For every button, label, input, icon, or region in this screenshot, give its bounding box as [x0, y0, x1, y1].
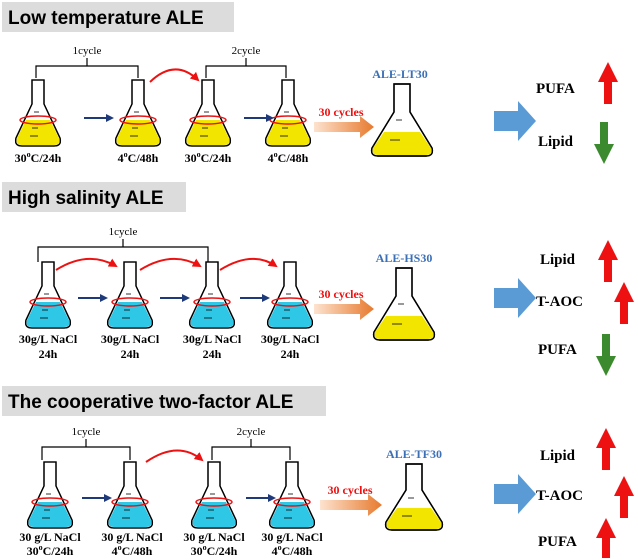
- flask-label: 24h: [39, 347, 58, 361]
- cycles-label: 30 cycles: [328, 483, 373, 497]
- result-label: Lipid: [540, 252, 576, 268]
- flask-yellow: [264, 79, 312, 147]
- flask-cyan: [266, 261, 314, 329]
- result-label: PUFA: [536, 81, 575, 97]
- increase-arrow-icon: [614, 476, 634, 518]
- flask-label: 30 g/L NaCl: [101, 530, 163, 544]
- transfer-arrow: [149, 68, 200, 83]
- cycle-bracket-1: [37, 239, 209, 262]
- section-low-temperature: Low temperature ALE 1cycle 2cycle: [2, 2, 618, 165]
- flask-cyan: [106, 461, 154, 529]
- flask-yellow: [184, 79, 232, 147]
- result-arrow: [494, 278, 536, 318]
- flask-yellow: [14, 79, 62, 147]
- cycle-bracket-1: [35, 58, 139, 78]
- cycle-bracket-1: [41, 439, 131, 460]
- flask-label: 30oC/24h: [15, 150, 62, 165]
- flask-product: [384, 463, 444, 531]
- transfer-arrow: [55, 257, 118, 271]
- flask-label: 30 g/L NaCl: [183, 530, 245, 544]
- increase-arrow-icon: [598, 62, 618, 104]
- flask-label: 4oC/48h: [118, 150, 159, 165]
- increase-arrow-icon: [596, 518, 616, 558]
- decrease-arrow-icon: [594, 122, 614, 164]
- cycles-label: 30 cycles: [319, 287, 364, 301]
- transfer-arrow: [145, 449, 204, 463]
- flask-label: 30 g/L NaCl: [261, 530, 323, 544]
- cycles-arrow: [314, 298, 374, 320]
- flask-cyan: [188, 261, 236, 329]
- cycle-label: 2cycle: [237, 426, 266, 438]
- result-label: PUFA: [538, 534, 577, 550]
- flask-label: 30oC/24h: [191, 543, 238, 558]
- flask-label: 30g/L NaCl: [101, 332, 160, 346]
- section-title: Low temperature ALE: [8, 8, 204, 29]
- result-label: T-AOC: [536, 488, 583, 504]
- increase-arrow-icon: [596, 428, 616, 470]
- cycle-label: 2cycle: [232, 45, 261, 57]
- section-two-factor: The cooperative two-factor ALE 1cycle 2c…: [2, 386, 634, 558]
- result-arrow: [494, 101, 536, 141]
- flask-label: 30g/L NaCl: [261, 332, 320, 346]
- flask-label: 30oC/24h: [185, 150, 232, 165]
- cycles-arrow: [320, 494, 382, 516]
- flask-label: 30g/L NaCl: [19, 332, 78, 346]
- cycles-label: 30 cycles: [319, 105, 364, 119]
- flask-yellow: [114, 79, 162, 147]
- flask-label: 4oC/48h: [268, 150, 309, 165]
- result-label: Lipid: [538, 134, 574, 150]
- flask-label: 24h: [121, 347, 140, 361]
- cycle-label: 1cycle: [73, 45, 102, 57]
- result-arrow: [494, 474, 536, 514]
- flask-cyan: [106, 261, 154, 329]
- section-title: High salinity ALE: [8, 188, 164, 209]
- flask-cyan: [24, 261, 72, 329]
- cycle-label: 1cycle: [109, 226, 138, 238]
- flask-label: 30oC/24h: [27, 543, 74, 558]
- flask-label: 24h: [203, 347, 222, 361]
- flask-label: 30g/L NaCl: [183, 332, 242, 346]
- section-title: The cooperative two-factor ALE: [8, 392, 293, 413]
- product-label: ALE-TF30: [386, 447, 442, 461]
- section-header-bg: [2, 386, 326, 416]
- flask-cyan: [190, 461, 238, 529]
- product-label: ALE-HS30: [376, 251, 433, 265]
- flask-cyan: [26, 461, 74, 529]
- section-header-bg: [2, 2, 234, 32]
- section-high-salinity: High salinity ALE 1cycle: [2, 182, 634, 376]
- flask-label: 4oC/48h: [112, 543, 153, 558]
- cycles-arrow: [314, 116, 374, 138]
- decrease-arrow-icon: [596, 334, 616, 376]
- cycle-bracket-2: [211, 439, 291, 460]
- cycle-bracket-2: [205, 58, 287, 78]
- result-label: T-AOC: [536, 294, 583, 310]
- flask-cyan: [268, 461, 316, 529]
- flask-label: 4oC/48h: [272, 543, 313, 558]
- increase-arrow-icon: [598, 240, 618, 282]
- product-label: ALE-LT30: [372, 67, 428, 81]
- transfer-arrow: [139, 257, 202, 271]
- transfer-arrow: [219, 258, 278, 271]
- cycle-label: 1cycle: [72, 426, 101, 438]
- increase-arrow-icon: [614, 282, 634, 324]
- section-header-bg: [2, 182, 186, 212]
- result-label: PUFA: [538, 342, 577, 358]
- result-label: Lipid: [540, 448, 576, 464]
- flask-label: 30 g/L NaCl: [19, 530, 81, 544]
- flask-label: 24h: [281, 347, 300, 361]
- flask-product: [372, 267, 436, 341]
- flask-product: [370, 83, 434, 157]
